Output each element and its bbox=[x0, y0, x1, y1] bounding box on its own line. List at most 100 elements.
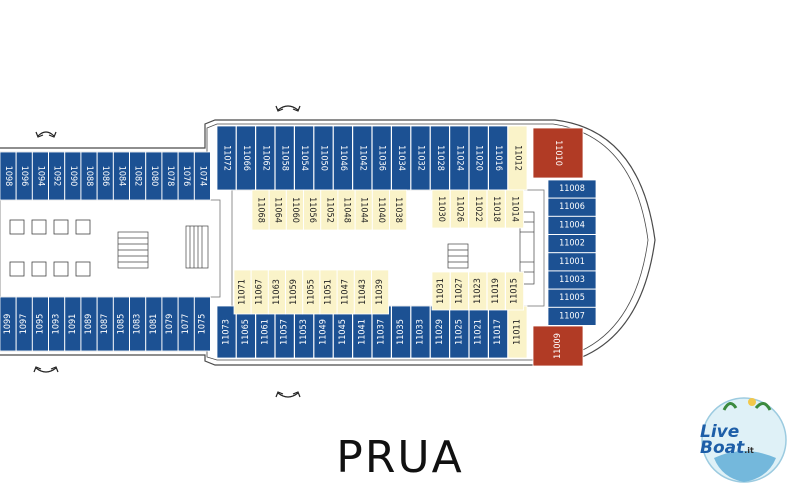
cabin-11036[interactable]: 11036 bbox=[371, 125, 392, 191]
cabin-11031[interactable]: 11031 bbox=[431, 271, 451, 311]
cabin-11010[interactable]: 11010 bbox=[532, 127, 584, 179]
cabin-11066[interactable]: 11066 bbox=[235, 125, 256, 191]
cabin-11063[interactable]: 11063 bbox=[267, 269, 286, 315]
cabin-11029[interactable]: 11029 bbox=[429, 305, 450, 359]
cabin-11033[interactable]: 11033 bbox=[410, 305, 431, 359]
cabin-1084[interactable]: 1084 bbox=[113, 151, 130, 201]
aft-stairs bbox=[117, 225, 209, 269]
cabin-1091[interactable]: 1091 bbox=[64, 296, 82, 352]
cabin-1093[interactable]: 1093 bbox=[48, 296, 65, 352]
cabin-1097[interactable]: 1097 bbox=[15, 296, 33, 352]
cabin-1075[interactable]: 1075 bbox=[193, 296, 211, 352]
cabin-11025[interactable]: 11025 bbox=[449, 305, 470, 359]
cabin-1098[interactable]: 1098 bbox=[0, 151, 17, 201]
cabin-1094[interactable]: 1094 bbox=[32, 151, 49, 201]
cabin-11017[interactable]: 11017 bbox=[488, 305, 509, 359]
cabin-11002[interactable]: 11002 bbox=[547, 234, 597, 254]
cabin-11064[interactable]: 11064 bbox=[268, 189, 287, 231]
cabin-11042[interactable]: 11042 bbox=[352, 125, 373, 191]
cabin-11019[interactable]: 11019 bbox=[486, 271, 506, 311]
cabin-11050[interactable]: 11050 bbox=[313, 125, 334, 191]
cabin-11005[interactable]: 11005 bbox=[547, 288, 597, 308]
cabin-11007[interactable]: 11007 bbox=[547, 306, 597, 326]
cabin-1081[interactable]: 1081 bbox=[145, 296, 163, 352]
cabin-11003[interactable]: 11003 bbox=[547, 270, 597, 290]
cabin-11016[interactable]: 11016 bbox=[488, 125, 509, 191]
cabin-number: 1095 bbox=[35, 314, 45, 335]
cabin-11051[interactable]: 11051 bbox=[319, 269, 338, 315]
cabin-11020[interactable]: 11020 bbox=[468, 125, 489, 191]
cabin-number: 11007 bbox=[559, 311, 585, 321]
cabin-1082[interactable]: 1082 bbox=[129, 151, 147, 201]
cabin-1088[interactable]: 1088 bbox=[80, 151, 98, 201]
cabin-1079[interactable]: 1079 bbox=[161, 296, 179, 352]
cabin-11027[interactable]: 11027 bbox=[449, 271, 469, 311]
cabin-1076[interactable]: 1076 bbox=[177, 151, 195, 201]
cabin-11004[interactable]: 11004 bbox=[547, 215, 597, 235]
cabin-1080[interactable]: 1080 bbox=[145, 151, 163, 201]
cabin-11067[interactable]: 11067 bbox=[250, 269, 269, 315]
cabin-11062[interactable]: 11062 bbox=[255, 125, 276, 191]
cabin-11018[interactable]: 11018 bbox=[486, 189, 506, 229]
cabin-box bbox=[193, 151, 211, 201]
cabin-11046[interactable]: 11046 bbox=[332, 125, 353, 191]
cabin-number: 1086 bbox=[100, 166, 110, 187]
cabin-1085[interactable]: 1085 bbox=[113, 296, 130, 352]
cabin-1096[interactable]: 1096 bbox=[15, 151, 33, 201]
cabin-11024[interactable]: 11024 bbox=[449, 125, 470, 191]
cabin-11047[interactable]: 11047 bbox=[336, 269, 355, 315]
cabin-1095[interactable]: 1095 bbox=[32, 296, 49, 352]
cabin-11015[interactable]: 11015 bbox=[505, 271, 525, 311]
cabin-11021[interactable]: 11021 bbox=[468, 305, 489, 359]
cabin-11058[interactable]: 11058 bbox=[274, 125, 295, 191]
cabin-11068[interactable]: 11068 bbox=[251, 189, 270, 231]
cabin-11008[interactable]: 11008 bbox=[547, 179, 597, 199]
cabin-1074[interactable]: 1074 bbox=[193, 151, 211, 201]
cabin-1092[interactable]: 1092 bbox=[48, 151, 65, 201]
cabin-11060[interactable]: 11060 bbox=[285, 189, 304, 231]
cabin-11022[interactable]: 11022 bbox=[468, 189, 488, 229]
cabin-11030[interactable]: 11030 bbox=[431, 189, 451, 229]
cabin-1090[interactable]: 1090 bbox=[64, 151, 82, 201]
cabin-number: 11034 bbox=[396, 145, 406, 171]
cabin-11012[interactable]: 11012 bbox=[507, 125, 528, 191]
direction-arrow bbox=[33, 366, 59, 373]
cabin-11071[interactable]: 11071 bbox=[233, 269, 252, 315]
cabin-11040[interactable]: 11040 bbox=[371, 189, 390, 231]
cabin-11039[interactable]: 11039 bbox=[371, 269, 390, 315]
cabin-1089[interactable]: 1089 bbox=[80, 296, 98, 352]
cabin-11011[interactable]: 11011 bbox=[507, 305, 528, 359]
cabin-11048[interactable]: 11048 bbox=[337, 189, 356, 231]
cabin-11056[interactable]: 11056 bbox=[303, 189, 322, 231]
cabin-11044[interactable]: 11044 bbox=[354, 189, 373, 231]
cabin-11028[interactable]: 11028 bbox=[429, 125, 450, 191]
cabin-11055[interactable]: 11055 bbox=[302, 269, 321, 315]
cabin-11023[interactable]: 11023 bbox=[468, 271, 488, 311]
cabin-number: 11051 bbox=[324, 279, 334, 305]
cabin-box bbox=[389, 189, 408, 231]
cabin-11035[interactable]: 11035 bbox=[391, 305, 412, 359]
cabin-number: 1098 bbox=[3, 166, 13, 187]
cabin-1083[interactable]: 1083 bbox=[129, 296, 147, 352]
cabin-1086[interactable]: 1086 bbox=[96, 151, 114, 201]
cabin-11026[interactable]: 11026 bbox=[449, 189, 469, 229]
cabin-11014[interactable]: 11014 bbox=[505, 189, 525, 229]
cabin-11072[interactable]: 11072 bbox=[216, 125, 237, 191]
cabin-11043[interactable]: 11043 bbox=[353, 269, 372, 315]
cabin-11034[interactable]: 11034 bbox=[391, 125, 412, 191]
cabin-1077[interactable]: 1077 bbox=[177, 296, 195, 352]
cabin-11073[interactable]: 11073 bbox=[216, 305, 237, 359]
cabin-11001[interactable]: 11001 bbox=[547, 252, 597, 272]
cabin-11006[interactable]: 11006 bbox=[547, 197, 597, 217]
cabin-11009[interactable]: 11009 bbox=[532, 325, 584, 367]
cabin-number: 11058 bbox=[280, 145, 290, 171]
cabin-1078[interactable]: 1078 bbox=[161, 151, 179, 201]
cabin-11038[interactable]: 11038 bbox=[389, 189, 408, 231]
cabin-11052[interactable]: 11052 bbox=[320, 189, 339, 231]
cabin-1099[interactable]: 1099 bbox=[0, 296, 17, 352]
cabin-11059[interactable]: 11059 bbox=[285, 269, 304, 315]
cabin-1087[interactable]: 1087 bbox=[96, 296, 114, 352]
cabin-11032[interactable]: 11032 bbox=[410, 125, 431, 191]
cabin-11054[interactable]: 11054 bbox=[294, 125, 315, 191]
